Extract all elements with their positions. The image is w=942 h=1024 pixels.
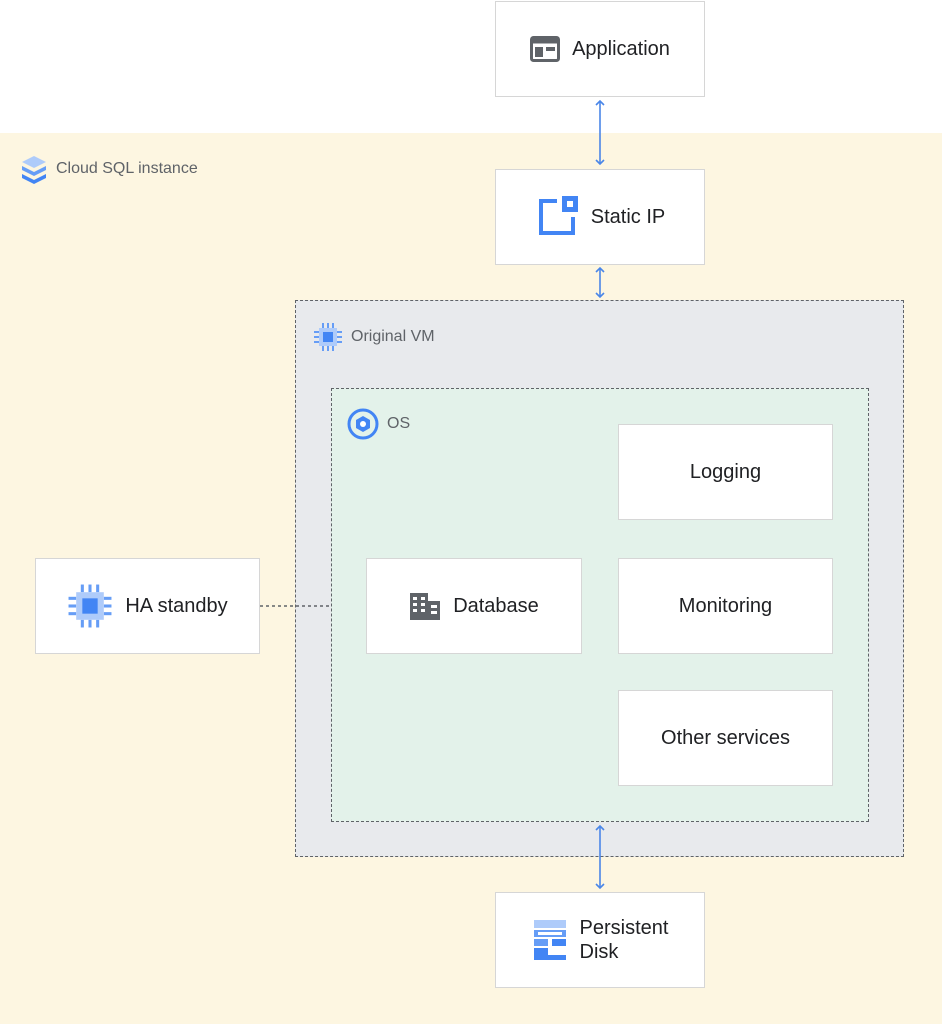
application-text: Application — [572, 37, 670, 60]
database-text: Database — [453, 594, 539, 617]
cloud-sql-icon — [20, 154, 48, 184]
static-ip-box: Static IP — [495, 169, 705, 265]
ha-standby-text: HA standby — [125, 594, 228, 617]
os-gear-icon — [347, 408, 379, 440]
cloud-sql-instance-label: Cloud SQL instance — [20, 154, 198, 184]
logging-text: Logging — [689, 460, 762, 483]
monitoring-text: Monitoring — [678, 594, 773, 617]
persistent-disk-icon — [532, 918, 568, 962]
database-box: Database — [366, 558, 582, 654]
compute-chip-icon — [313, 322, 343, 352]
other-services-text: Other services — [661, 726, 790, 749]
application-box: Application — [495, 1, 705, 97]
static-ip-text: Static IP — [590, 205, 666, 228]
other-services-box: Other services — [618, 690, 833, 786]
logging-box: Logging — [618, 424, 833, 520]
monitoring-box: Monitoring — [618, 558, 833, 654]
ha-standby-box: HA standby — [35, 558, 260, 654]
building-icon — [409, 591, 441, 621]
original-vm-label: Original VM — [313, 322, 435, 352]
persistent-disk-line1: Persistent — [579, 917, 669, 939]
original-vm-text: Original VM — [351, 328, 435, 345]
static-ip-icon — [535, 195, 579, 239]
persistent-disk-label: Persistent Disk — [580, 916, 669, 964]
persistent-disk-line2: Disk — [579, 941, 619, 963]
os-text: OS — [387, 415, 411, 432]
os-label: OS — [347, 408, 410, 440]
cloud-sql-instance-text: Cloud SQL instance — [56, 160, 198, 177]
application-window-icon — [530, 36, 561, 62]
compute-chip-icon — [67, 583, 113, 629]
persistent-disk-box: Persistent Disk — [495, 892, 705, 988]
